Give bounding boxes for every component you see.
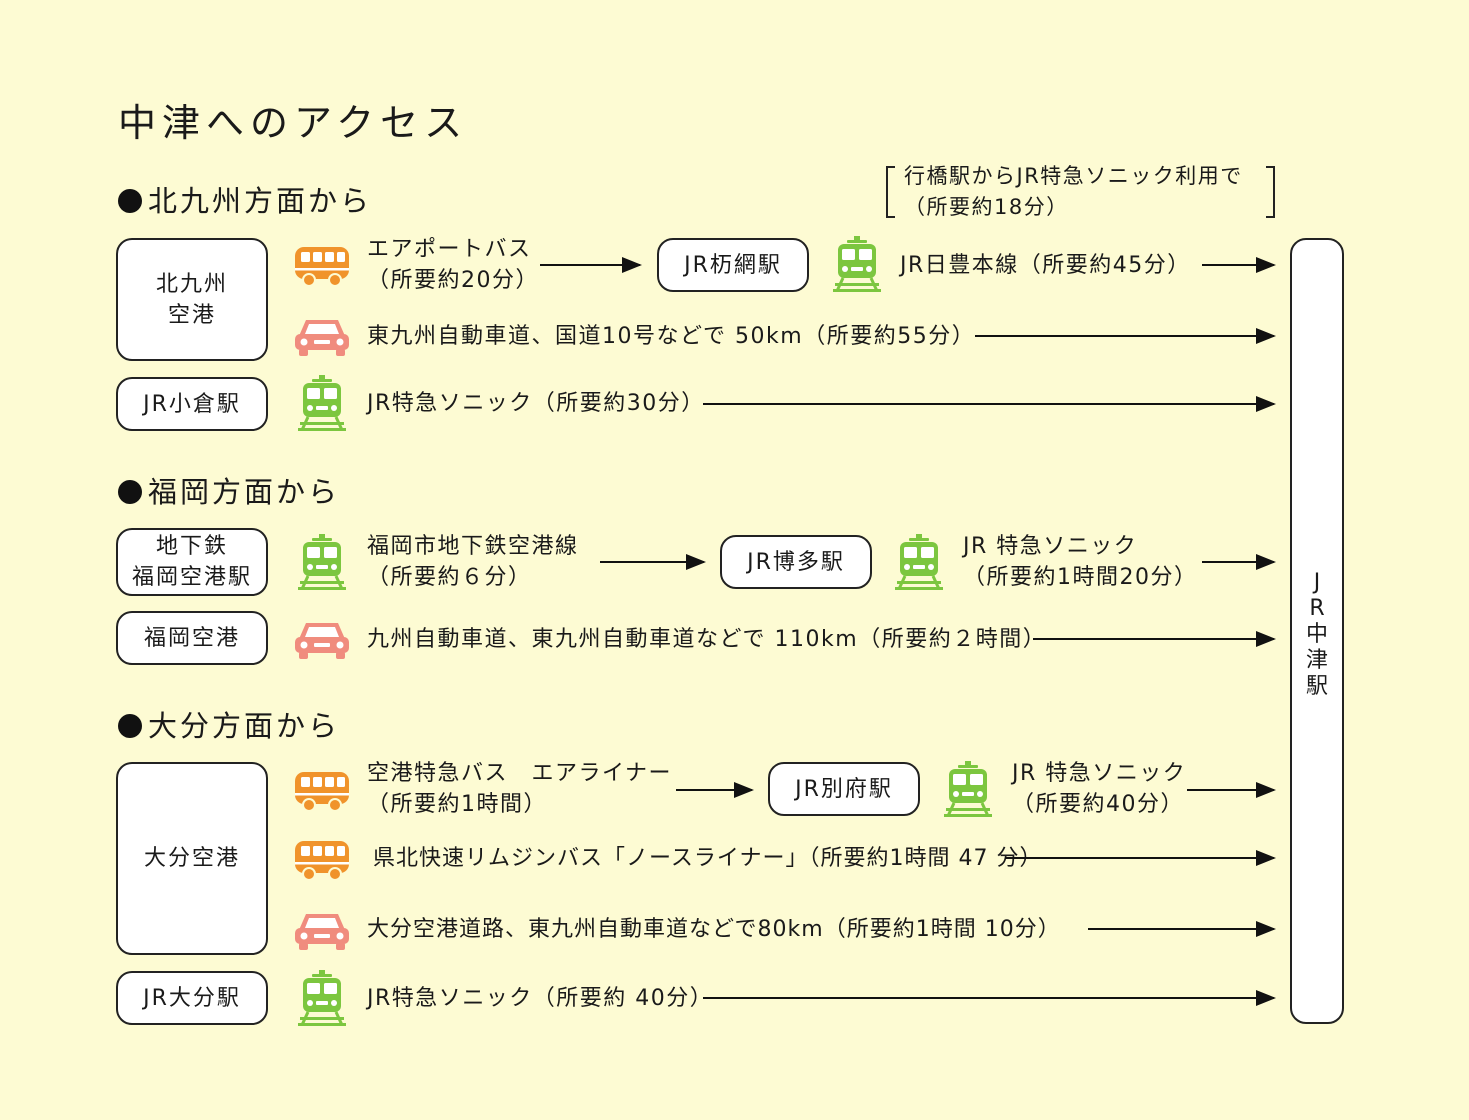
transfer-beppu: JR別府駅	[768, 762, 920, 816]
arrow	[1187, 782, 1276, 798]
train-icon	[294, 374, 350, 432]
train-icon	[829, 235, 885, 293]
route-k3: JR特急ソニック（所要約30分）	[367, 391, 705, 416]
origin-oita-station: JR大分駅	[116, 971, 268, 1025]
route-o1b: JR 特急ソニック （所要約40分）	[1012, 761, 1187, 817]
destination-nakatsu: J R 中 津 駅	[1290, 238, 1344, 1024]
train-icon	[294, 533, 350, 591]
arrow	[600, 554, 706, 570]
route-f1a: 福岡市地下鉄空港線 （所要約６分）	[367, 534, 579, 590]
sonic-note: 行橋駅からJR特急ソニック利用で （所要約18分）	[904, 164, 1243, 219]
bus-icon	[294, 235, 350, 293]
bus-icon	[294, 829, 350, 887]
origin-kokura: JR小倉駅	[116, 377, 268, 431]
route-f2: 九州自動車道、東九州自動車道などで 110km（所要約２時間）	[367, 627, 1047, 652]
train-icon	[891, 533, 947, 591]
route-airport-bus: エアポートバス （所要約20分）	[367, 237, 539, 293]
route-o1a: 空港特急バス エアライナー （所要約1時間）	[367, 761, 673, 817]
route-k2: 東九州自動車道、国道10号などで 50km（所要約55分）	[367, 324, 976, 349]
origin-fukuoka-subway: 地下鉄 福岡空港駅	[116, 528, 268, 596]
note-bracket-right	[1266, 166, 1275, 218]
bus-icon	[294, 760, 350, 818]
arrow	[1033, 631, 1276, 647]
car-icon	[294, 900, 350, 958]
car-icon	[294, 609, 350, 667]
route-f1b: JR 特急ソニック （所要約1時間20分）	[963, 534, 1198, 590]
origin-kitakyushu-airport: 北九州 空港	[116, 238, 268, 361]
section-fukuoka-label: 福岡方面から	[148, 475, 341, 509]
arrow	[676, 782, 754, 798]
bullet-icon	[118, 714, 142, 738]
train-icon	[294, 969, 350, 1027]
arrow	[703, 396, 1276, 412]
transfer-hakata: JR博多駅	[720, 535, 872, 589]
arrow	[975, 328, 1276, 344]
section-fukuoka: 福岡方面から	[118, 469, 340, 511]
train-icon	[940, 760, 996, 818]
page-title: 中津へのアクセス	[118, 101, 469, 145]
route-o4: JR特急ソニック（所要約 40分）	[367, 986, 714, 1011]
arrow	[1202, 257, 1276, 273]
origin-fukuoka-airport: 福岡空港	[116, 611, 268, 665]
origin-oita-airport: 大分空港	[116, 762, 268, 955]
section-oita-label: 大分方面から	[148, 709, 341, 743]
note-bracket-left	[886, 166, 895, 218]
arrow	[540, 257, 642, 273]
bullet-icon	[118, 189, 142, 213]
transfer-kutsukake: JR杤網駅	[657, 238, 809, 292]
route-nippo-line: JR日豊本線（所要約45分）	[900, 253, 1191, 278]
arrow	[1005, 850, 1276, 866]
bullet-icon	[118, 480, 142, 504]
arrow	[1202, 554, 1276, 570]
arrow	[703, 990, 1276, 1006]
destination-label: J R 中 津 駅	[1305, 570, 1328, 699]
arrow	[1088, 921, 1276, 937]
route-o2: 県北快速リムジンバス「ノースライナー」（所要約1時間 47 分）	[373, 846, 1043, 871]
route-o3: 大分空港道路、東九州自動車道などで80km（所要約1時間 10分）	[367, 917, 1061, 942]
section-kitakyushu-label: 北九州方面から	[148, 184, 373, 218]
section-kitakyushu: 北九州方面から	[118, 178, 372, 220]
car-icon	[294, 306, 350, 364]
section-oita: 大分方面から	[118, 703, 340, 745]
